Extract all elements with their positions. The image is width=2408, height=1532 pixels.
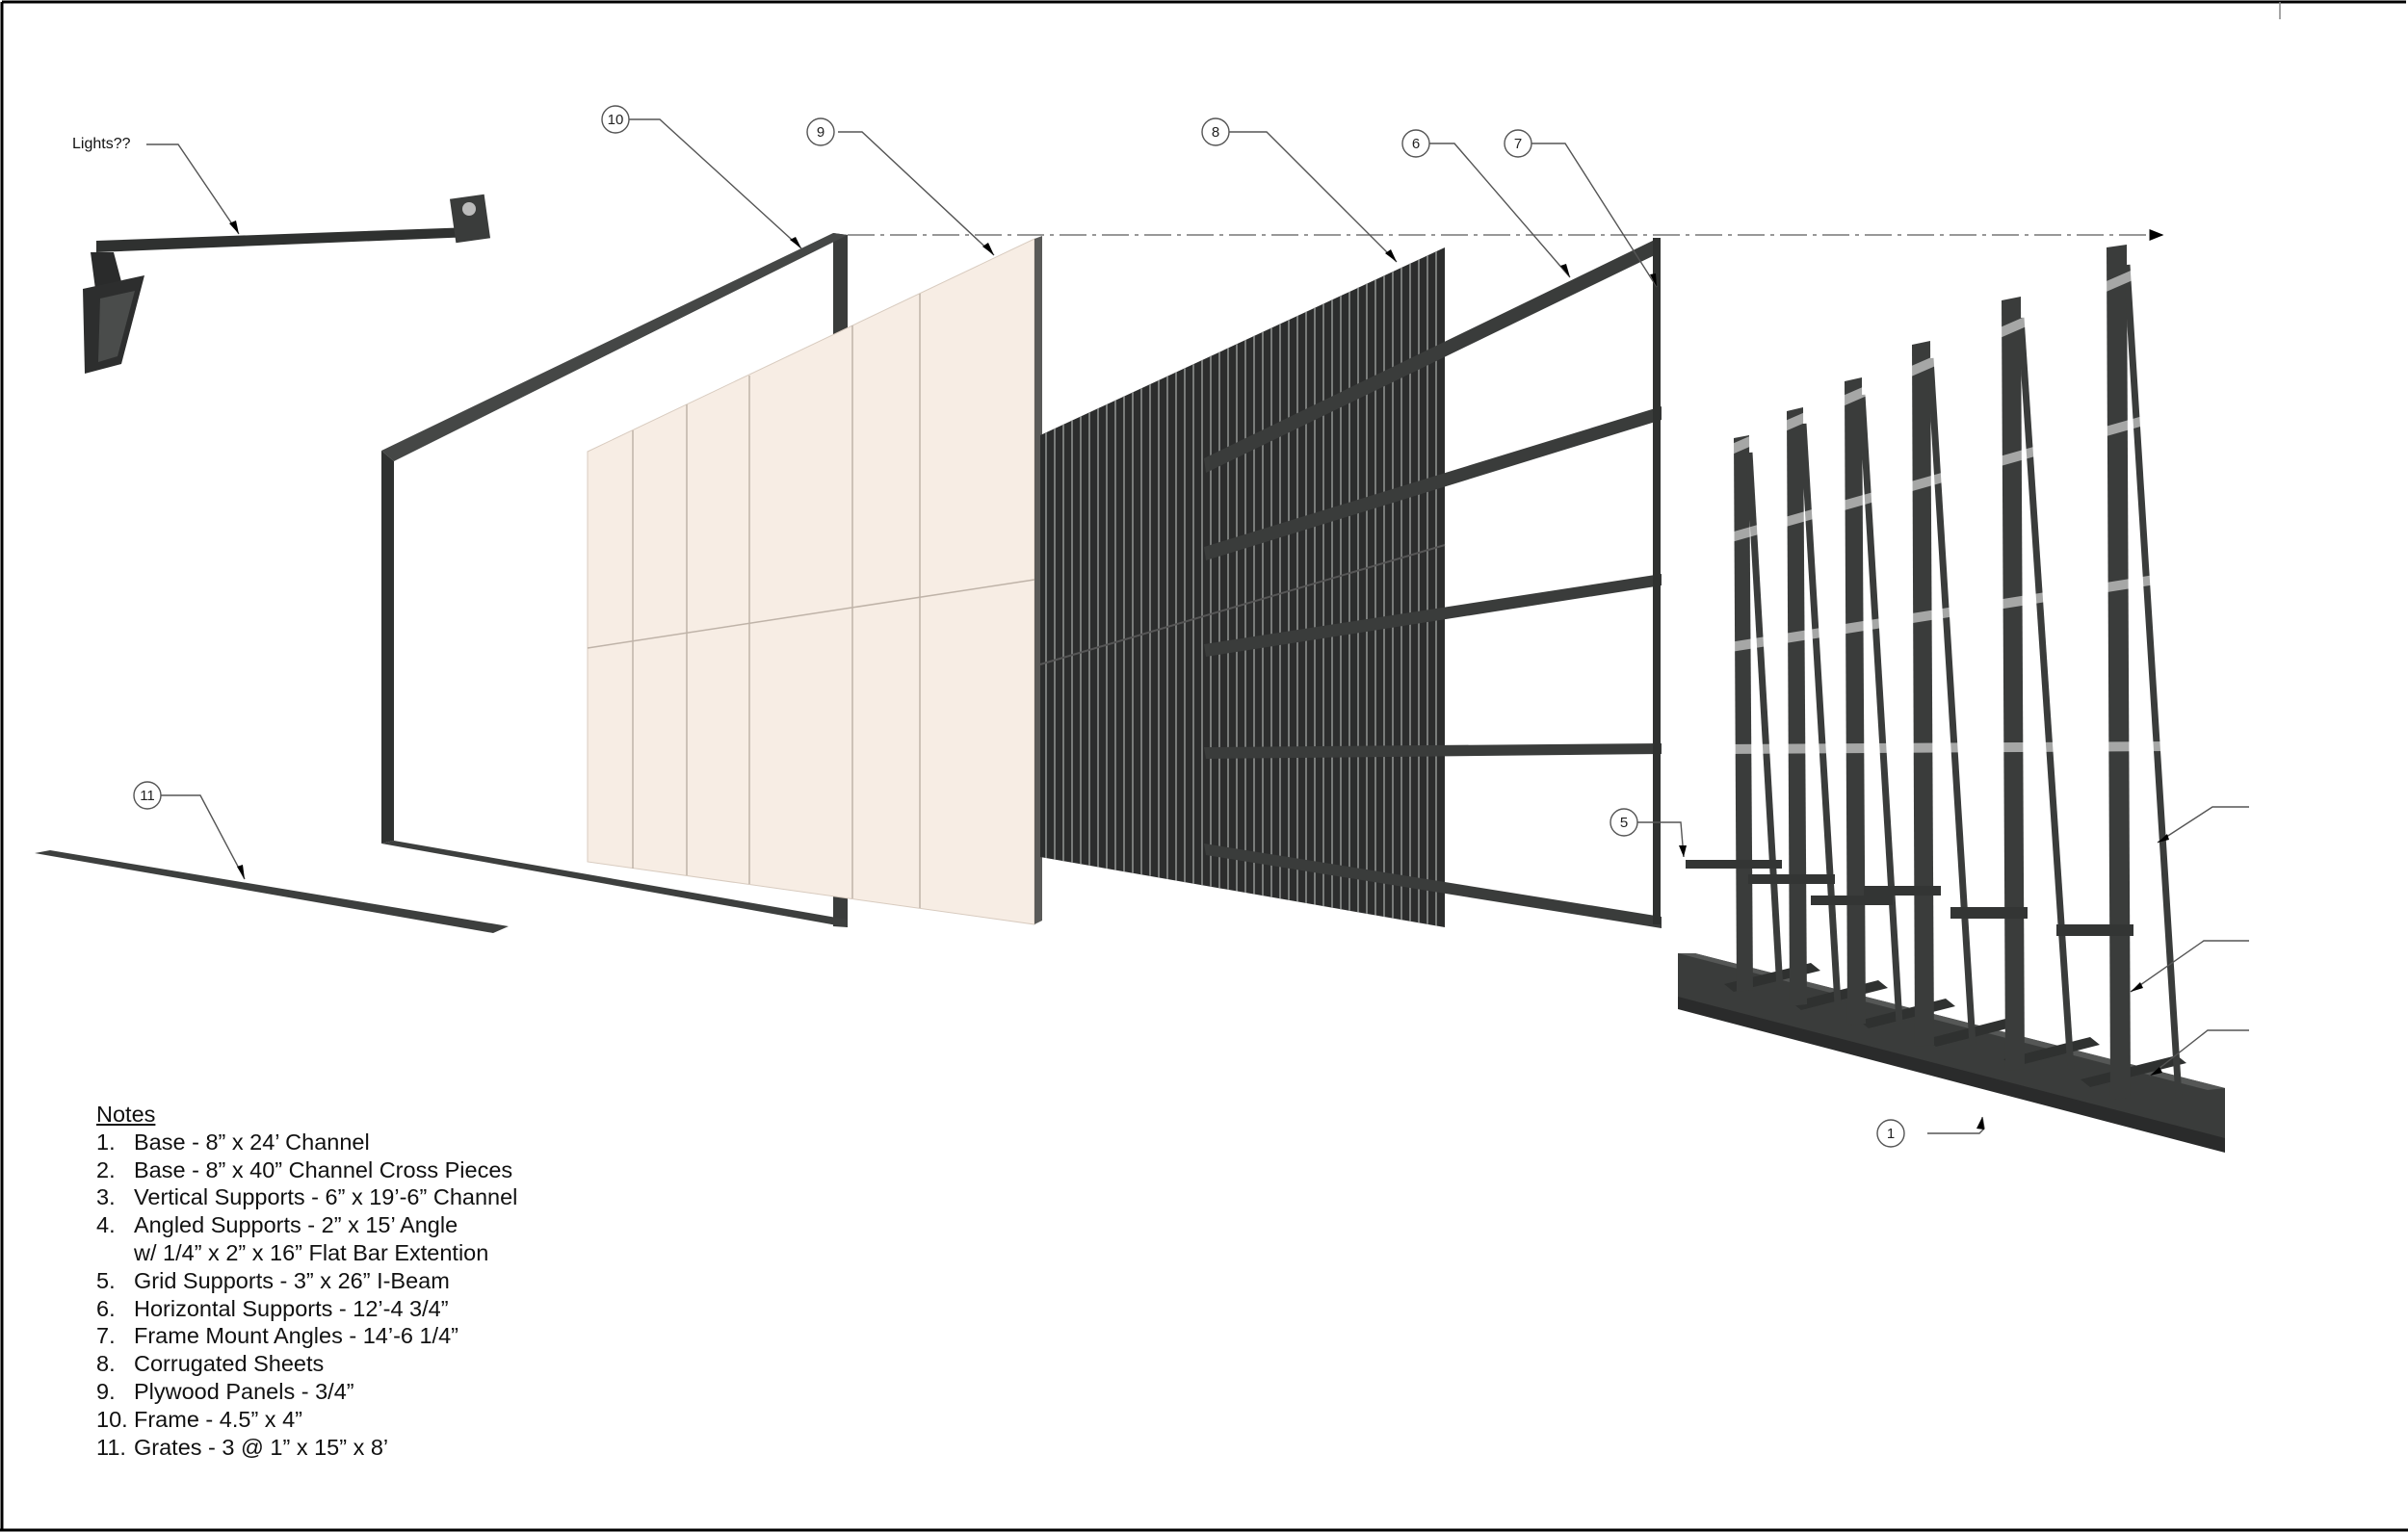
frame-mount-angle (1653, 238, 1661, 924)
note-item: 6.Horizontal Supports - 12’-4 3/4” (96, 1295, 449, 1321)
grate (35, 850, 509, 933)
callout-1: 1 (1876, 1119, 1905, 1148)
notes-block: Notes 1.Base - 8” x 24’ Channel 2.Base -… (96, 1101, 517, 1461)
callout-9: 9 (806, 117, 835, 146)
svg-text:1: 1 (1887, 1126, 1895, 1142)
svg-text:10: 10 (608, 112, 624, 128)
note-item: 3.Vertical Supports - 6” x 19’-6” Channe… (96, 1184, 518, 1210)
light-fixture (83, 194, 491, 374)
note-item: 5.Grid Supports - 3” x 26” I-Beam (96, 1267, 450, 1293)
svg-text:8: 8 (1212, 124, 1219, 141)
note-item: 1.Base - 8” x 24’ Channel (96, 1129, 370, 1155)
note-item: 7.Frame Mount Angles - 14’-6 1/4” (96, 1323, 458, 1349)
note-item: 9.Plywood Panels - 3/4” (96, 1378, 354, 1404)
callout-5: 5 (1610, 808, 1638, 837)
rack-base (1678, 953, 2225, 1153)
callout-6: 6 (1401, 129, 1430, 158)
corrugated-sheets (1039, 247, 1446, 927)
note-item: 11.Grates - 3 @ 1” x 15” x 8’ (96, 1434, 389, 1460)
vertical-supports (1734, 245, 2131, 1100)
note-item: 8.Corrugated Sheets (96, 1351, 325, 1377)
svg-text:7: 7 (1514, 136, 1522, 152)
leader-lines (146, 118, 2249, 1134)
note-item-continuation: w/ 1/4” x 2” x 16” Flat Bar Extention (134, 1239, 489, 1265)
plywood-panels (587, 236, 1042, 925)
callout-11: 11 (133, 781, 162, 810)
note-item: 2.Base - 8” x 40” Channel Cross Pieces (96, 1156, 513, 1182)
rack-light-bands (1722, 255, 2169, 754)
callout-8: 8 (1201, 117, 1230, 146)
callout-7: 7 (1504, 129, 1532, 158)
svg-text:11: 11 (140, 788, 155, 804)
notes-title: Notes (96, 1102, 156, 1127)
leader-arrowheads (229, 221, 2169, 1130)
grid-supports (1686, 860, 2133, 936)
svg-text:9: 9 (817, 124, 824, 141)
lights-label: Lights?? (72, 136, 131, 152)
svg-text:6: 6 (1412, 136, 1420, 152)
horizontal-supports (1204, 238, 1662, 928)
svg-text:5: 5 (1620, 815, 1628, 831)
callout-10: 10 (601, 105, 630, 134)
note-item: 10.Frame - 4.5” x 4” (96, 1406, 302, 1432)
note-item: 4.Angled Supports - 2” x 15’ Angle (96, 1212, 458, 1238)
